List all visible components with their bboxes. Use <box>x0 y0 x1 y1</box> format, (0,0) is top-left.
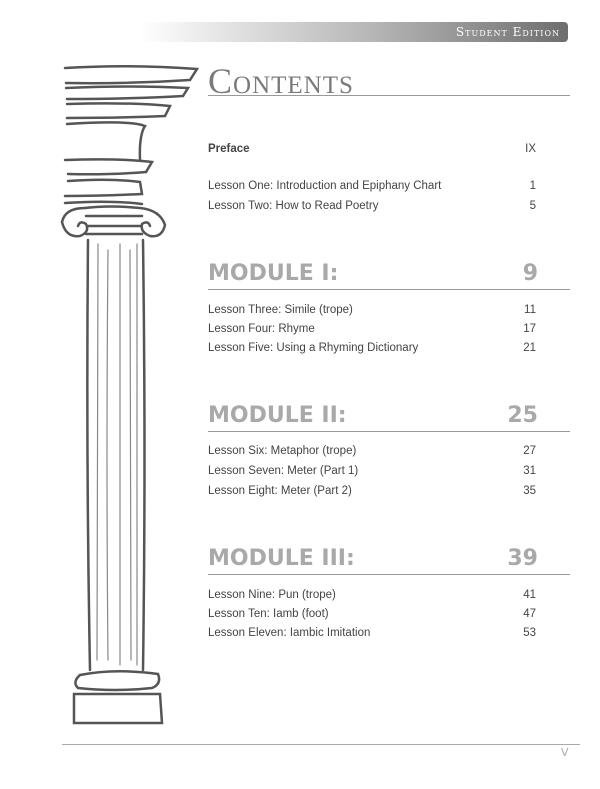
module-page: 25 <box>507 403 538 428</box>
entry-page: 27 <box>523 445 536 457</box>
footer-rule <box>62 744 580 745</box>
entry-label: Lesson Four: Rhyme <box>208 323 315 335</box>
module-heading[interactable]: MODULE II: 25 <box>208 403 538 428</box>
module-page: 39 <box>507 546 538 571</box>
entry-label: Lesson Three: Simile (trope) <box>208 304 353 316</box>
module-title: MODULE III: <box>208 546 355 571</box>
module-heading[interactable]: MODULE III: 39 <box>208 546 538 571</box>
toc-entry[interactable]: Lesson Six: Metaphor (trope) 27 <box>208 445 536 457</box>
toc-entry[interactable]: Lesson Eight: Meter (Part 2) 35 <box>208 485 536 497</box>
module-heading[interactable]: MODULE I: 9 <box>208 261 538 286</box>
toc-entry-preface[interactable]: Preface IX <box>208 143 536 155</box>
toc-entry[interactable]: Lesson Eleven: Iambic Imitation 53 <box>208 627 536 639</box>
toc-entry[interactable]: Lesson Ten: Iamb (foot) 47 <box>208 608 536 620</box>
toc-entry[interactable]: Lesson Three: Simile (trope) 11 <box>208 304 536 316</box>
entry-page: 17 <box>523 323 536 335</box>
entry-page: 47 <box>523 608 536 620</box>
module-title: MODULE II: <box>208 403 347 428</box>
module-title: MODULE I: <box>208 261 339 286</box>
toc-entry[interactable]: Lesson Two: How to Read Poetry 5 <box>208 200 536 212</box>
page-title: Contents <box>208 61 354 101</box>
toc-entry[interactable]: Lesson Nine: Pun (trope) 41 <box>208 589 536 601</box>
entry-page: 41 <box>523 589 536 601</box>
entry-page: 31 <box>523 465 536 477</box>
toc-entry[interactable]: Lesson Four: Rhyme 17 <box>208 323 536 335</box>
edition-label: Student Edition <box>455 25 560 39</box>
entry-page: 11 <box>524 304 536 316</box>
student-edition-banner: Student Edition <box>140 22 568 42</box>
module-rule <box>208 289 570 290</box>
entry-label: Lesson One: Introduction and Epiphany Ch… <box>208 180 442 192</box>
entry-label: Lesson Ten: Iamb (foot) <box>208 608 329 620</box>
entry-page: 35 <box>523 485 536 497</box>
entry-label: Lesson Five: Using a Rhyming Dictionary <box>208 342 419 354</box>
entry-page: 1 <box>529 180 536 192</box>
toc-entry[interactable]: Lesson Seven: Meter (Part 1) 31 <box>208 465 536 477</box>
entry-label: Lesson Eleven: Iambic Imitation <box>208 627 371 639</box>
entry-label: Lesson Six: Metaphor (trope) <box>208 445 357 457</box>
toc-entry[interactable]: Lesson Five: Using a Rhyming Dictionary 2… <box>208 342 536 354</box>
entry-page: 53 <box>523 627 536 639</box>
entry-label: Lesson Seven: Meter (Part 1) <box>208 465 359 477</box>
entry-page: 21 <box>523 342 536 354</box>
toc-entry[interactable]: Lesson One: Introduction and Epiphany Ch… <box>208 180 536 192</box>
module-rule <box>208 431 570 432</box>
module-page: 9 <box>522 261 538 286</box>
entry-label: Lesson Eight: Meter (Part 2) <box>208 485 352 497</box>
entry-label: Lesson Nine: Pun (trope) <box>208 589 336 601</box>
module-rule <box>208 574 570 575</box>
title-rule <box>208 95 570 96</box>
entry-label: Lesson Two: How to Read Poetry <box>208 200 379 212</box>
page-number: V <box>561 746 569 759</box>
entry-page: IX <box>525 143 536 155</box>
entry-page: 5 <box>529 200 536 212</box>
entry-label: Preface <box>208 143 250 155</box>
